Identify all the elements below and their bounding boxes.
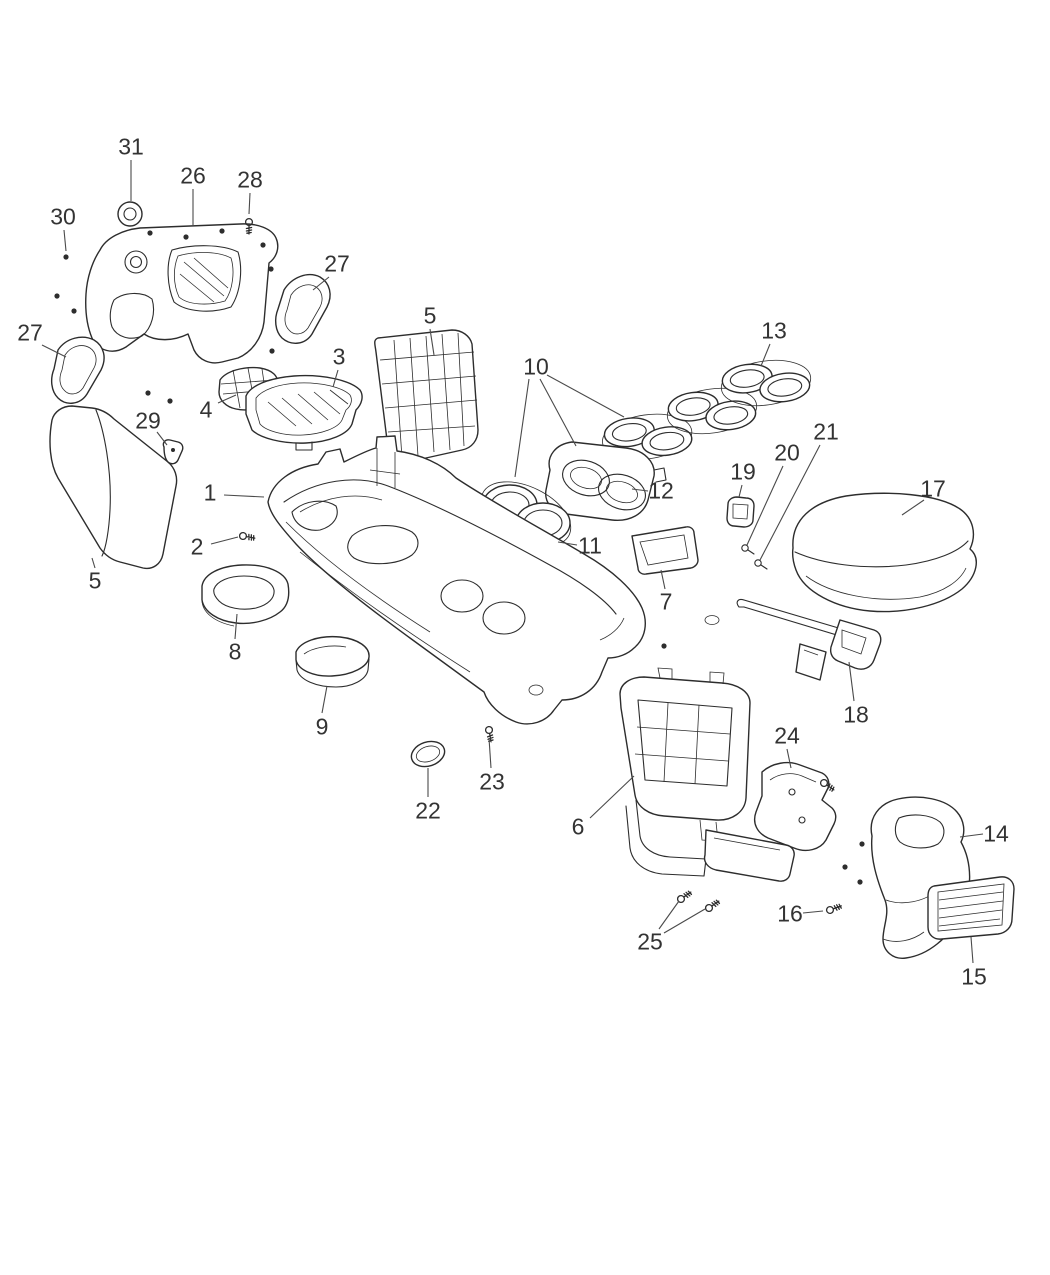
part-22-oval-plug bbox=[410, 740, 446, 768]
callout-label-22-27: 22 bbox=[415, 797, 441, 824]
callout-label-26-1: 26 bbox=[180, 162, 206, 189]
part-13-ring-pair bbox=[720, 359, 812, 407]
part-6-rear-frame bbox=[619, 667, 751, 877]
part-15-vent-grille bbox=[927, 876, 1015, 940]
callout-label-6-28: 6 bbox=[571, 813, 585, 840]
part-8-trim-bezel bbox=[201, 564, 290, 627]
part-17-armrest-lid bbox=[791, 492, 977, 613]
part-9-armrest-pad bbox=[295, 635, 370, 688]
callout-label-25-31: 25 bbox=[637, 928, 663, 955]
callout-label-4-10: 4 bbox=[199, 396, 213, 423]
callout-label-24-25: 24 bbox=[774, 722, 800, 749]
callout-label-7-21: 7 bbox=[659, 588, 673, 615]
part-10-ring-pair-b bbox=[666, 387, 758, 435]
part-5-center-panel bbox=[374, 329, 479, 464]
callout-label-19-14: 19 bbox=[730, 458, 756, 485]
part-27-right-trim bbox=[274, 273, 331, 344]
callout-label-11-19: 11 bbox=[578, 532, 602, 559]
part-16-screw bbox=[824, 902, 844, 916]
callout-label-31-0: 31 bbox=[118, 133, 144, 160]
part-2-screw bbox=[238, 531, 257, 543]
callout-label-30-3: 30 bbox=[50, 203, 76, 230]
part-25-screw-b bbox=[703, 897, 722, 914]
part-3-storage-tray bbox=[245, 374, 363, 451]
callout-label-27-5: 27 bbox=[17, 319, 43, 346]
part-1-console-body bbox=[267, 435, 646, 725]
callout-label-23-26: 23 bbox=[479, 768, 505, 795]
callout-label-5-6: 5 bbox=[423, 302, 437, 329]
part-18-hinge-bracket bbox=[736, 598, 882, 681]
callout-label-28-2: 28 bbox=[237, 166, 263, 193]
fastener-dots bbox=[54, 228, 865, 885]
callout-label-14-29: 14 bbox=[983, 820, 1009, 847]
part-27-left-trim bbox=[50, 336, 105, 404]
callout-label-5-20: 5 bbox=[88, 567, 102, 594]
callout-label-20-13: 20 bbox=[774, 439, 800, 466]
part-26-front-trim-panel bbox=[85, 223, 279, 364]
part-19-latch bbox=[726, 496, 755, 528]
part-10-ring-pair-a bbox=[602, 413, 693, 460]
part-5-left-side-panel bbox=[49, 405, 178, 570]
part-29-clip bbox=[162, 439, 184, 465]
callout-label-10-9: 10 bbox=[523, 353, 549, 380]
part-24-bracket bbox=[703, 761, 837, 882]
callout-label-15-32: 15 bbox=[961, 963, 987, 990]
callout-label-8-22: 8 bbox=[228, 638, 242, 665]
callout-label-12-17: 12 bbox=[648, 477, 674, 504]
part-31-ring-grommet bbox=[117, 201, 143, 227]
part-21-fastener bbox=[754, 559, 768, 570]
callout-label-2-18: 2 bbox=[190, 533, 204, 560]
part-25-screw-a bbox=[675, 888, 694, 905]
callout-label-27-4: 27 bbox=[324, 250, 350, 277]
callout-label-1-16: 1 bbox=[203, 479, 217, 506]
part-7-square-mat bbox=[631, 526, 699, 575]
callout-label-17-15: 17 bbox=[920, 475, 946, 502]
callout-label-16-30: 16 bbox=[777, 900, 803, 927]
part-23-screw bbox=[484, 725, 496, 744]
callout-label-9-24: 9 bbox=[315, 713, 329, 740]
part-20-fastener bbox=[741, 544, 755, 555]
callout-label-18-23: 18 bbox=[843, 701, 869, 728]
callout-label-3-7: 3 bbox=[332, 343, 346, 370]
callout-label-29-11: 29 bbox=[135, 407, 161, 434]
callout-label-13-8: 13 bbox=[761, 317, 787, 344]
callout-label-21-12: 21 bbox=[813, 418, 839, 445]
